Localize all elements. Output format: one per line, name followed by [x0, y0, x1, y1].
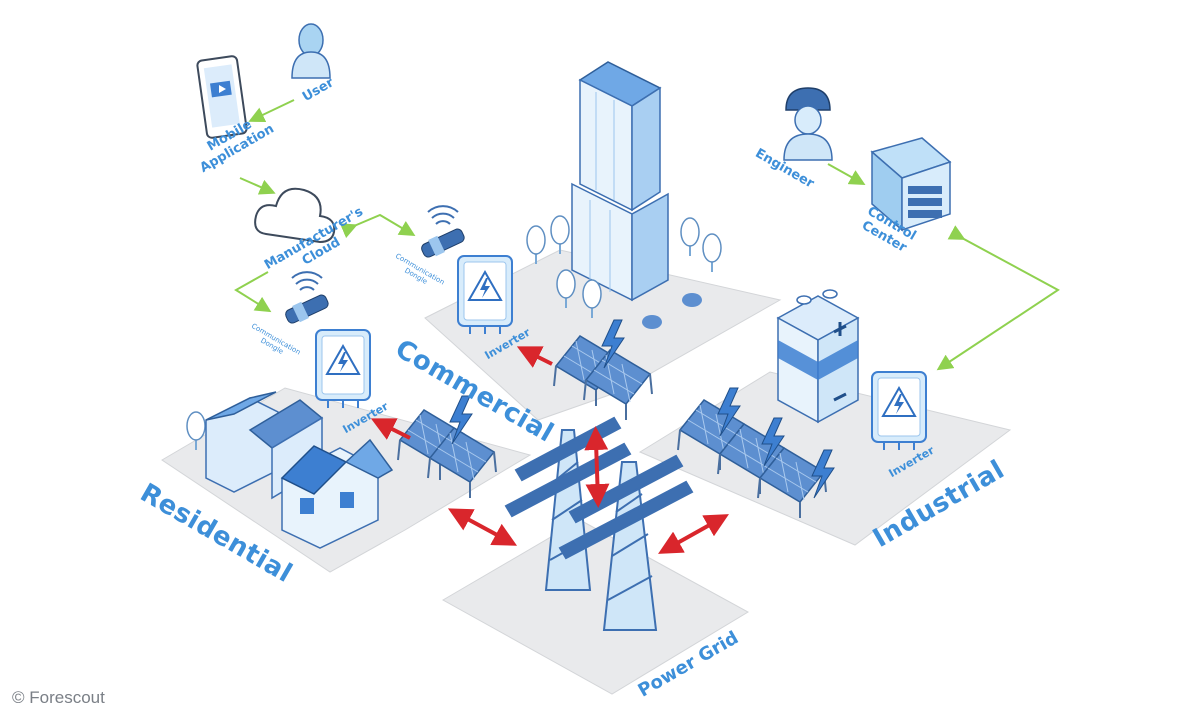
tree-icon	[526, 225, 546, 265]
commercial-inverter-icon	[457, 255, 513, 335]
battery-icon	[776, 289, 860, 424]
engineer-to-control-link	[827, 163, 866, 185]
control-center-icon	[870, 137, 952, 232]
industrial-inverter-icon	[871, 371, 927, 451]
app-to-cloud-link	[239, 177, 276, 195]
user-icon	[291, 23, 331, 79]
commercial-platform	[424, 249, 782, 421]
cloud-icon	[254, 187, 336, 244]
control-to-industrial-link	[936, 225, 1060, 371]
industrial-grid-exchange-arrow	[658, 514, 729, 554]
tree-icon	[680, 217, 700, 257]
tree-icon	[702, 233, 722, 273]
commercial-panel-to-inverter-arrow	[516, 346, 553, 368]
commercial-dongle-icon	[419, 205, 467, 260]
residential-grid-exchange-arrow	[447, 508, 518, 546]
tree-icon	[550, 215, 570, 255]
mobile-phone-icon	[196, 55, 248, 139]
residential-inverter-icon	[315, 329, 371, 409]
cloud-to-residential-dongle-link	[234, 271, 272, 313]
shrub-icon	[642, 315, 662, 329]
residential-houses-icon	[205, 391, 394, 549]
shrub-icon	[682, 293, 702, 307]
residential-dongle-icon	[283, 271, 331, 326]
commercial-grid-exchange-arrow	[584, 426, 610, 508]
power-grid-platform	[441, 519, 750, 695]
office-tower-icon	[571, 61, 669, 302]
cloud-to-commercial-dongle-link	[339, 213, 416, 239]
user-to-app-link	[248, 99, 295, 123]
residential-panel-to-inverter-arrow	[370, 418, 411, 440]
copyright-watermark: © Forescout	[12, 688, 105, 707]
engineer-icon	[783, 87, 833, 161]
